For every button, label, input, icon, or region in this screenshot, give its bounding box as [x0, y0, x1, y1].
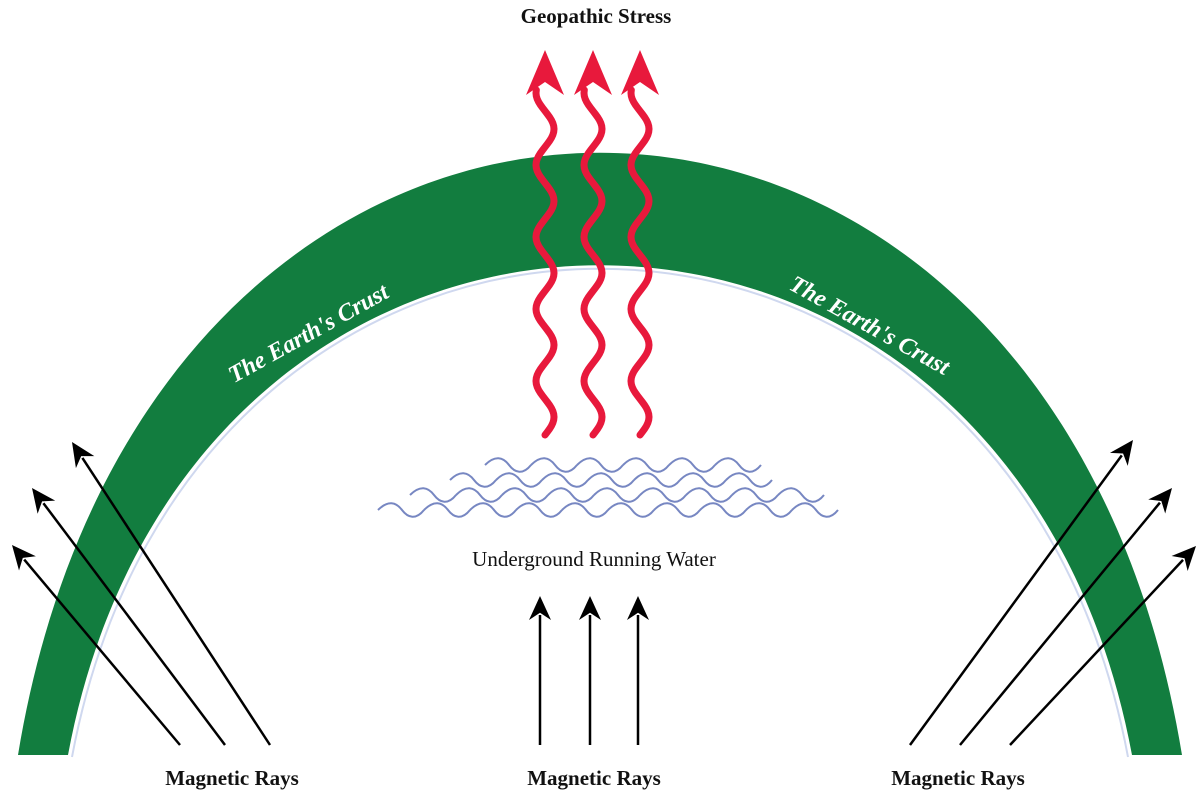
magnetic-ray — [81, 457, 272, 746]
water-wave — [515, 502, 563, 518]
arrowhead-icon — [32, 488, 56, 514]
earth-crust-band — [18, 152, 1182, 755]
water-wave — [685, 487, 733, 503]
title-geopathic-stress: Geopathic Stress — [521, 4, 672, 28]
water-wave — [714, 457, 762, 473]
water-wave — [731, 487, 779, 503]
water-wave — [530, 457, 578, 473]
arrowhead-icon — [12, 545, 36, 571]
water-wave — [699, 502, 747, 518]
arrowhead-icon — [579, 596, 601, 620]
water-wave — [409, 487, 457, 503]
magnetic-ray — [908, 454, 1123, 746]
arrowhead-icon — [529, 596, 551, 620]
water-wave — [593, 487, 641, 503]
stress-wave-arrow — [580, 86, 606, 439]
water-wave — [561, 502, 609, 518]
water-wave — [777, 487, 825, 503]
water-wave — [541, 472, 589, 488]
water-wave — [639, 487, 687, 503]
arrowhead-icon — [621, 50, 659, 95]
underground-water-waves — [377, 457, 839, 518]
water-wave — [791, 502, 839, 518]
water-label: Underground Running Water — [472, 547, 716, 571]
arrowhead-icon — [1109, 440, 1133, 466]
water-wave — [547, 487, 595, 503]
water-wave — [679, 472, 727, 488]
stress-wave-arrow — [532, 86, 558, 439]
arrowhead-icon — [72, 442, 95, 469]
arrowhead-icon — [1171, 546, 1196, 572]
water-wave — [423, 502, 471, 518]
arrowhead-icon — [574, 50, 612, 95]
water-wave — [501, 487, 549, 503]
water-wave — [377, 502, 425, 518]
magnetic-ray-arrows — [12, 440, 1196, 746]
water-wave — [484, 457, 532, 473]
water-wave — [745, 502, 793, 518]
arrowhead-icon — [526, 50, 564, 95]
water-wave — [455, 487, 503, 503]
magnetic-rays-label-right: Magnetic Rays — [891, 766, 1025, 790]
stress-wave-arrow — [627, 86, 653, 439]
water-wave — [653, 502, 701, 518]
magnetic-ray — [959, 501, 1161, 746]
water-wave — [607, 502, 655, 518]
water-wave — [576, 457, 624, 473]
arrowhead-icon — [627, 596, 649, 620]
magnetic-ray — [23, 558, 181, 746]
water-wave — [622, 457, 670, 473]
magnetic-rays-label-left: Magnetic Rays — [165, 766, 299, 790]
water-wave — [449, 472, 497, 488]
geopathic-stress-arrows — [526, 50, 659, 439]
water-wave — [587, 472, 635, 488]
water-wave — [668, 457, 716, 473]
water-wave — [469, 502, 517, 518]
magnetic-ray — [42, 502, 226, 746]
water-wave — [633, 472, 681, 488]
water-wave — [725, 472, 773, 488]
arrowhead-icon — [1148, 488, 1172, 514]
magnetic-ray — [1009, 559, 1184, 746]
magnetic-rays-label-center: Magnetic Rays — [527, 766, 661, 790]
water-wave — [495, 472, 543, 488]
